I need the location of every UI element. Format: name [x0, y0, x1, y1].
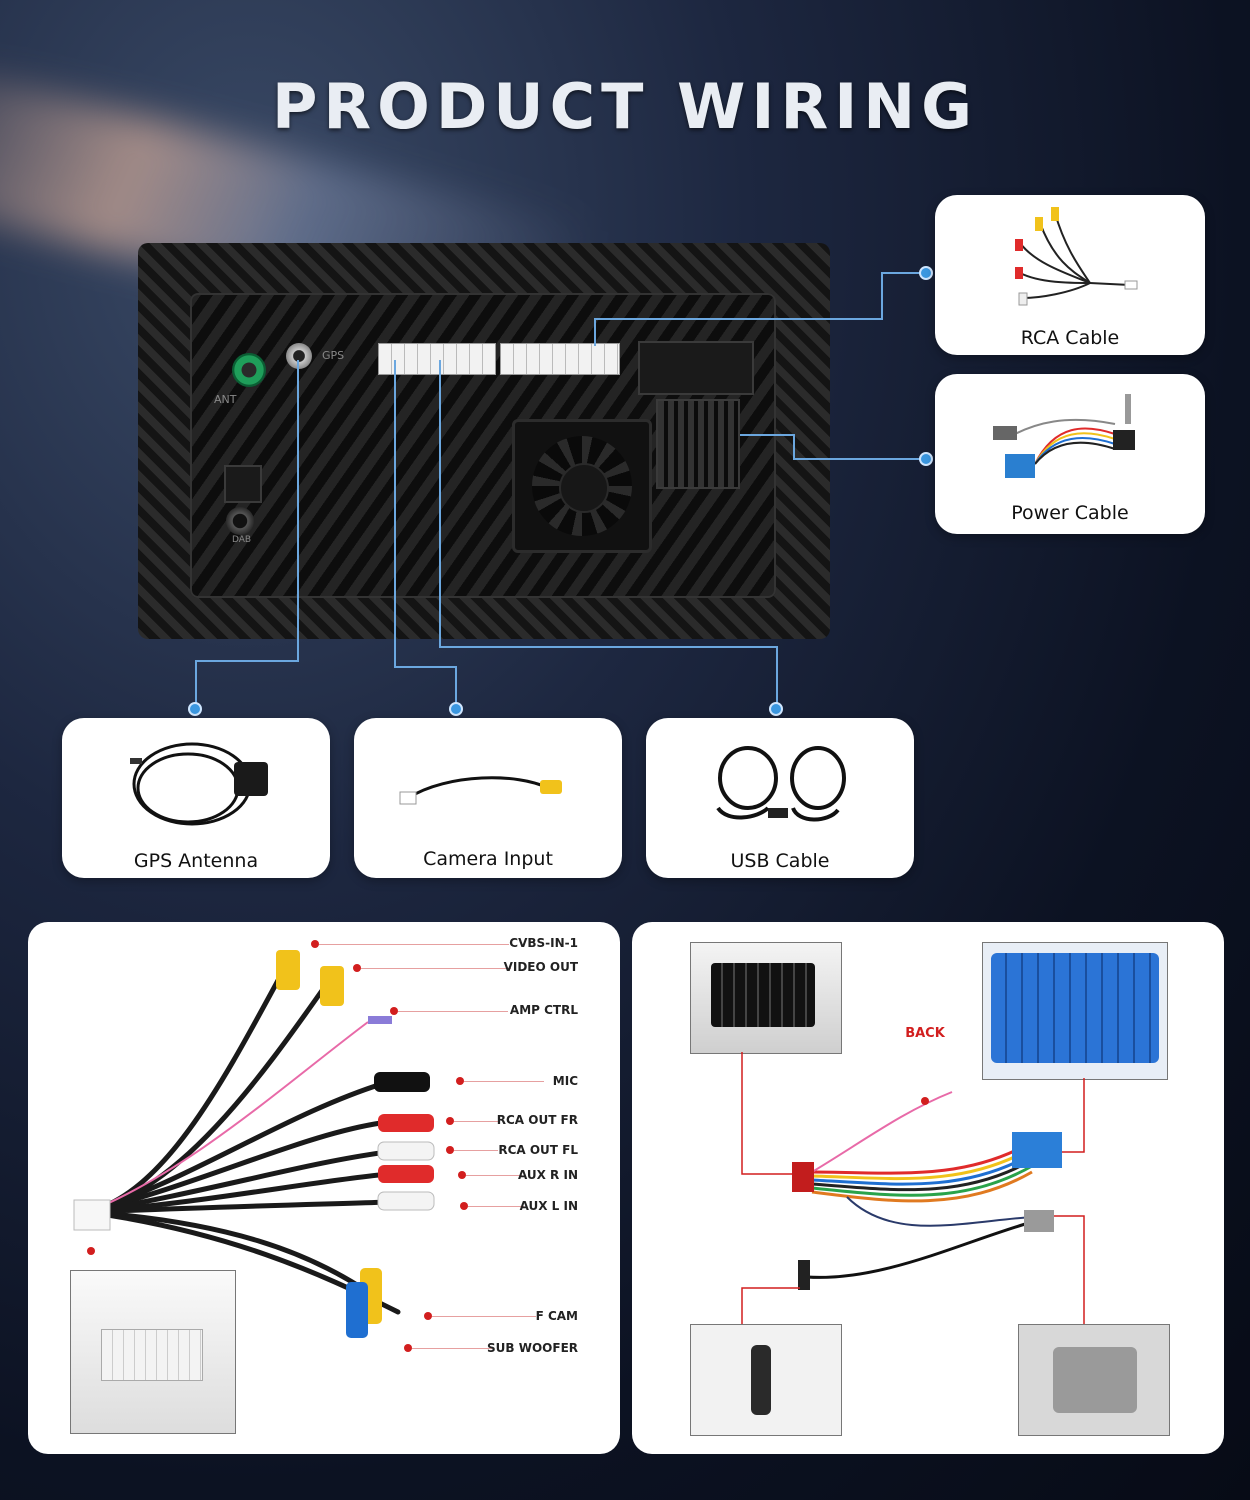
- back-label: BACK: [905, 1026, 945, 1041]
- spare-port: [638, 341, 754, 395]
- gps-port: [286, 343, 312, 369]
- gps-dot: [188, 702, 202, 716]
- rca-leader-v2: [881, 272, 883, 320]
- cooling-fan: [512, 419, 652, 553]
- camera-connector: [378, 343, 496, 375]
- callout-line-fcam: [432, 1316, 536, 1317]
- callout-line-amp: [398, 1011, 508, 1012]
- power-cable-image: [993, 394, 1135, 478]
- callout-line-fl: [454, 1150, 498, 1151]
- page-title: PRODUCT WIRING: [271, 70, 979, 143]
- usb-leader-v2: [776, 646, 778, 708]
- callout-line-cvbs: [319, 944, 509, 945]
- camera-input-card: Camera Input: [354, 718, 622, 878]
- head-unit-rear: ANT GPS DAB: [138, 243, 830, 639]
- rca-cable-image: [1015, 207, 1138, 306]
- callout-dot-sub: [404, 1344, 412, 1352]
- callout-dot-aux-r: [458, 1171, 466, 1179]
- callout-dot-fl: [446, 1146, 454, 1154]
- callout-line-fr: [454, 1121, 498, 1122]
- usb-cable-label: USB Cable: [730, 850, 830, 872]
- power-leader-v: [793, 434, 795, 460]
- gps-leader-v2: [195, 660, 197, 708]
- rca-cable-card: RCA Cable: [935, 195, 1205, 355]
- label-video-out: VIDEO OUT: [503, 960, 578, 974]
- power-harness-diagram: [741, 1052, 1085, 1324]
- label-amp-ctrl: AMP CTRL: [509, 1003, 578, 1017]
- harness-connector-photo: [70, 1270, 236, 1434]
- power-cable-card: Power Cable: [935, 374, 1205, 534]
- power-wiring-panel: BACK: [632, 922, 1224, 1454]
- ant-port-label: ANT: [214, 393, 237, 406]
- label-rca-out-fl: RCA OUT FL: [498, 1143, 578, 1157]
- rca-leader-h2: [881, 272, 926, 274]
- back-callout-dot: [921, 1097, 929, 1105]
- gps-antenna-label: GPS Antenna: [133, 850, 259, 872]
- callout-line-mic: [464, 1081, 544, 1082]
- usb-cable-card: USB Cable: [646, 718, 914, 878]
- gps-leader-v: [297, 360, 299, 662]
- rca-wiring-panel: CVBS-IN-1 VIDEO OUT AMP CTRL MIC RCA OUT…: [28, 922, 620, 1454]
- label-sub-woofer: SUB WOOFER: [487, 1341, 578, 1355]
- power-dot: [919, 452, 933, 466]
- rca-leader: [594, 318, 883, 320]
- antenna-adapter-photo: [690, 1324, 842, 1436]
- optical-port: [224, 465, 262, 503]
- rear-panel: ANT GPS DAB: [190, 293, 776, 598]
- gps-leader-h: [195, 660, 299, 662]
- label-aux-l-in: AUX L IN: [519, 1199, 578, 1213]
- callout-line-video: [361, 968, 511, 969]
- callout-dot-amp: [390, 1007, 398, 1015]
- power-cable-label: Power Cable: [1011, 502, 1129, 524]
- power-leader-h: [793, 458, 926, 460]
- rca-leader-v: [594, 318, 596, 346]
- gray-connector-photo: [1018, 1324, 1170, 1436]
- label-cvbs-in: CVBS-IN-1: [509, 936, 578, 950]
- dab-port: [226, 507, 254, 535]
- antenna-port: [232, 353, 266, 387]
- label-rca-out-fr: RCA OUT FR: [496, 1113, 578, 1127]
- usb-leader-v: [439, 360, 441, 648]
- callout-dot-fr: [446, 1117, 454, 1125]
- callout-dot-video: [353, 964, 361, 972]
- dab-port-label: DAB: [232, 535, 252, 545]
- connector-callout-dot: [87, 1247, 95, 1255]
- label-aux-r-in: AUX R IN: [517, 1168, 578, 1182]
- callout-dot-cvbs: [311, 940, 319, 948]
- camera-leader-v: [394, 360, 396, 668]
- label-f-cam: F CAM: [535, 1309, 578, 1323]
- iso-connector-photo: [690, 942, 842, 1054]
- rca-dot: [919, 266, 933, 280]
- callout-dot-aux-l: [460, 1202, 468, 1210]
- vehicle-connector-photo: [982, 942, 1168, 1080]
- camera-dot: [449, 702, 463, 716]
- callout-line-sub: [412, 1348, 492, 1349]
- callout-dot-fcam: [424, 1312, 432, 1320]
- usb-cable-image: [716, 746, 846, 822]
- callout-line-aux-r: [466, 1175, 522, 1176]
- usb-leader-h: [439, 646, 777, 648]
- camera-input-label: Camera Input: [423, 848, 553, 870]
- camera-leader-h: [394, 666, 456, 668]
- rca-cable-label: RCA Cable: [1020, 327, 1120, 349]
- usb-connector: [500, 343, 620, 375]
- power-leader: [740, 434, 795, 436]
- label-mic: MIC: [552, 1074, 578, 1088]
- rca-harness-diagram: [73, 950, 435, 1338]
- power-connector: [656, 399, 740, 489]
- camera-input-image: [399, 776, 562, 805]
- callout-line-aux-l: [468, 1206, 524, 1207]
- gps-antenna-card: GPS Antenna: [62, 718, 330, 878]
- gps-port-label: GPS: [322, 349, 345, 362]
- usb-dot: [769, 702, 783, 716]
- gps-antenna-image: [130, 742, 268, 826]
- camera-leader-v2: [455, 666, 457, 708]
- callout-dot-mic: [456, 1077, 464, 1085]
